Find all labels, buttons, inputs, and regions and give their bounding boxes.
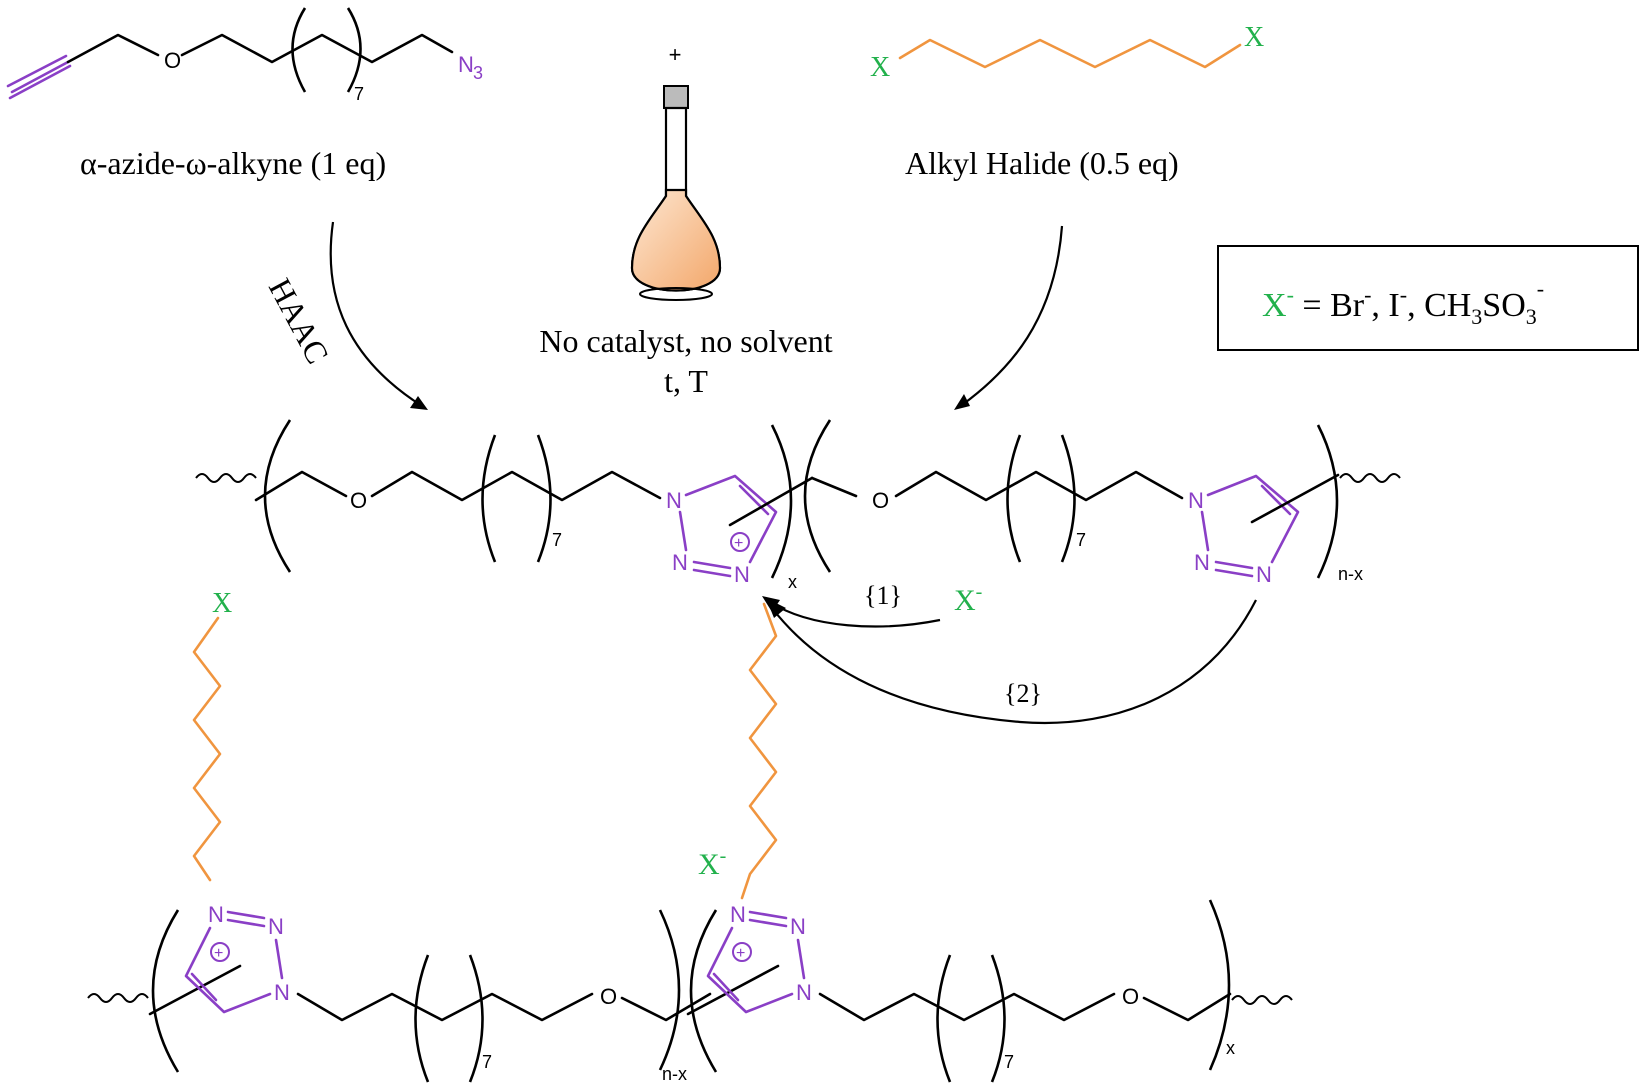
svg-text:N: N: [672, 550, 688, 575]
monomer-chain-2: [180, 33, 454, 64]
upper-repeat-1: 7: [552, 530, 562, 550]
monomer-paren-right: [346, 7, 362, 93]
haac-arrow: [329, 221, 423, 407]
azide-n: N: [458, 52, 474, 77]
positive-charge-icon: [730, 532, 750, 552]
halide-x-right: X: [1244, 22, 1264, 53]
svg-text:N: N: [268, 914, 284, 939]
svg-text:N: N: [1188, 488, 1204, 513]
lower-sub-nx: n-x: [662, 1064, 687, 1084]
svg-text:N: N: [274, 980, 290, 1005]
upper-sub-x: x: [788, 572, 797, 592]
reaction-flask-icon: [630, 85, 722, 301]
svg-text:N: N: [730, 902, 746, 927]
svg-text:N: N: [790, 914, 806, 939]
triazolium-ring-3: N N N +: [184, 902, 290, 1014]
monomer-repeat-count: 7: [354, 84, 364, 104]
upper-paren-1-right: [770, 424, 793, 579]
lower-paren-2-right: [1208, 899, 1231, 1071]
svg-text:+: +: [736, 945, 745, 962]
crosslink-chain: [740, 602, 778, 900]
lower-repeat-2: 7: [1004, 1052, 1014, 1072]
upper-sub-nx: n-x: [1338, 564, 1363, 584]
pathway-1-anion: X-: [954, 581, 982, 617]
upper-polymer: O 7 N N N + x O 7 N: [195, 419, 1401, 592]
lower-sub-x: x: [1226, 1038, 1235, 1058]
pathway-2-label: {2}: [1004, 679, 1042, 708]
monomer-oxygen: O: [164, 48, 181, 73]
azide-alkyne-monomer: O 7 N 3: [6, 7, 483, 104]
upper-chain-end-left: [195, 473, 257, 483]
halide-arrow: [961, 225, 1064, 406]
upper-oxygen-2: O: [872, 488, 889, 513]
upper-paren-2-left: [803, 419, 832, 573]
svg-text:+: +: [734, 535, 743, 552]
pendant-chain-left: [192, 616, 222, 882]
svg-text:+: +: [214, 945, 223, 962]
azide-subscript: 3: [473, 63, 483, 83]
plus-sign: +: [669, 42, 682, 67]
pathway-1-label: {1}: [864, 581, 902, 610]
svg-text:N: N: [1194, 550, 1210, 575]
monomer-label: α-azide-ω-alkyne (1 eq): [80, 145, 386, 181]
lower-polymer: N N N + 7 O n-x N N N: [87, 899, 1293, 1084]
svg-text:N: N: [666, 488, 682, 513]
lower-paren-1-right: [658, 909, 681, 1071]
svg-text:N: N: [734, 562, 750, 587]
svg-text:X- = Br-, I-, CH3SO3-: X- = Br-, I-, CH3SO3-: [1262, 276, 1544, 329]
pathway-2-arrow: [771, 599, 1257, 724]
svg-text:N: N: [208, 902, 224, 927]
lower-chain-end-left: [87, 993, 149, 1003]
lower-oxygen-2: O: [1122, 984, 1139, 1009]
upper-paren-2-right: [1316, 424, 1339, 579]
halide-label: Alkyl Halide (0.5 eq): [905, 145, 1179, 181]
triazolium-ring-4: N N N +: [706, 902, 812, 1014]
monomer-chain: [66, 33, 160, 64]
upper-chain-end-right: [1339, 473, 1401, 483]
pathway-1-arrow: [769, 601, 941, 628]
alkyl-halide: X X: [870, 22, 1264, 83]
counterion-legend: X- = Br-, I-, CH3SO3-: [1217, 245, 1639, 351]
crosslink-anion: X-: [698, 845, 726, 881]
triazolium-ring-1: N N N +: [666, 474, 778, 587]
lower-oxygen-1: O: [600, 984, 617, 1009]
halide-arrowhead: [954, 394, 970, 410]
pendant-x: X: [212, 588, 232, 619]
lower-chain-end-right: [1231, 995, 1293, 1005]
legend-x: X: [1262, 287, 1287, 324]
upper-paren-1-left: [263, 419, 292, 573]
svg-text:N: N: [1256, 562, 1272, 587]
triazole-ring-2: N N N: [1188, 474, 1300, 587]
lower-repeat-1: 7: [482, 1052, 492, 1072]
svg-text:N: N: [796, 980, 812, 1005]
conditions-line-2: t, T: [664, 363, 708, 399]
upper-repeat-2: 7: [1076, 530, 1086, 550]
alkyne-triple-bond: [6, 54, 72, 100]
upper-oxygen-1: O: [350, 488, 367, 513]
haac-arrowhead: [410, 396, 428, 410]
monomer-paren-left: [291, 7, 307, 93]
haac-label: HAAC: [262, 272, 336, 369]
halide-x-left: X: [870, 52, 890, 83]
lower-paren-1-left: [151, 909, 180, 1073]
lower-paren-2-left: [689, 909, 718, 1073]
halide-chain: [898, 38, 1242, 69]
conditions-line-1: No catalyst, no solvent: [539, 323, 832, 359]
